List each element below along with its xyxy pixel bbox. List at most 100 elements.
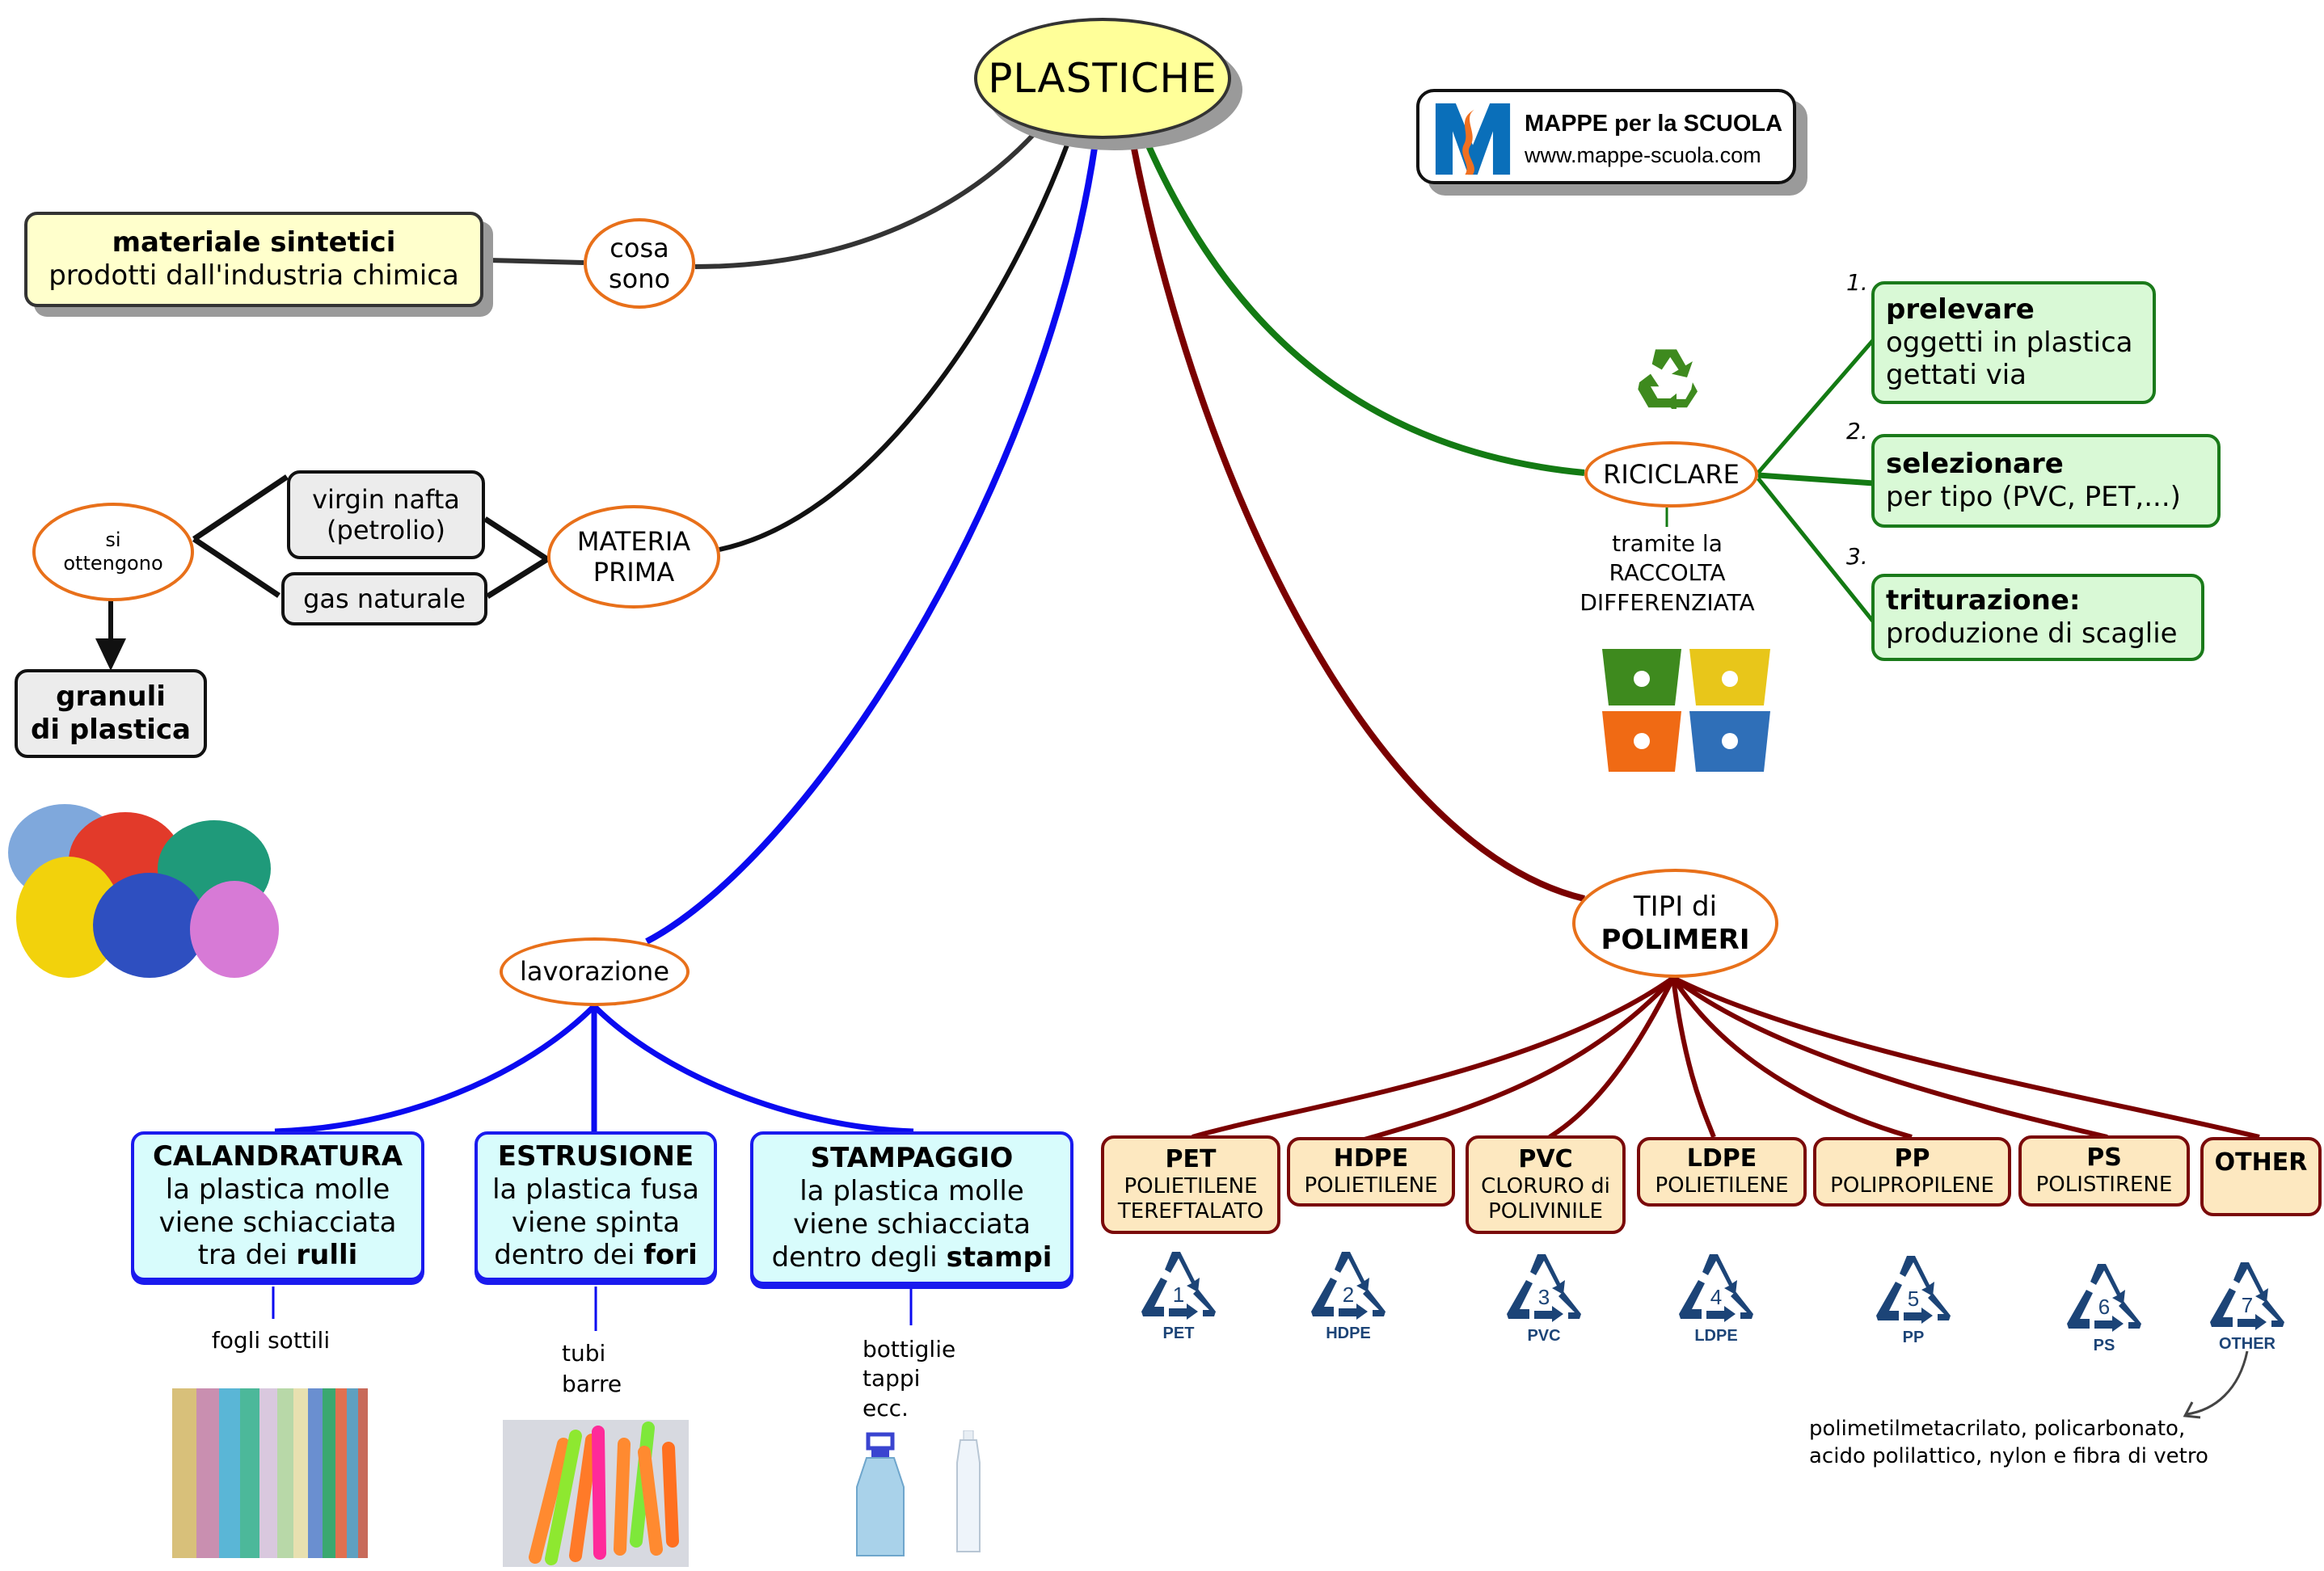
- product-estrusione: tubi barre: [562, 1338, 622, 1400]
- logo-url[interactable]: www.mappe-scuola.com: [1525, 143, 1761, 167]
- recycle-triangle-icon: 7: [2210, 1262, 2284, 1330]
- process-stampaggio[interactable]: STAMPAGGIO la plastica molle viene schia…: [750, 1131, 1073, 1285]
- process-title: CALANDRATURA: [152, 1139, 403, 1173]
- link-pol-other: [1672, 975, 2260, 1139]
- step-triturazione[interactable]: triturazione: produzione di scaglie: [1871, 574, 2204, 661]
- logo-badge[interactable]: MAPPE per la SCUOLA www.mappe-scuola.com: [1416, 89, 1796, 184]
- polymer-pp[interactable]: PP POLIPROPILENE: [1813, 1137, 2011, 1207]
- link-materia-gas: [486, 557, 549, 599]
- link-root-riciclare: [1137, 124, 1585, 476]
- process-line: viene schiacciata: [158, 1206, 397, 1239]
- step-number: 2.: [1846, 418, 1868, 444]
- recycle-triangle-icon: 1: [1141, 1252, 1216, 1320]
- link-pol-ps: [1672, 975, 2108, 1139]
- connector-line: sono: [608, 263, 671, 294]
- polymer-hdpe[interactable]: HDPE POLIETILENE: [1287, 1137, 1455, 1207]
- source-virgin-nafta[interactable]: virgin nafta (petrolio): [287, 470, 485, 559]
- resin-symbol-label: PET: [1162, 1325, 1195, 1342]
- definition-box[interactable]: materiale sintetici prodotti dall'indust…: [24, 212, 483, 307]
- polymer-line: POLIPROPILENE: [1830, 1173, 1994, 1198]
- note-line: DIFFERENZIATA: [1580, 588, 1755, 616]
- logo-m-icon: [1435, 103, 1511, 175]
- link-cosa-box: [488, 258, 584, 265]
- connector-cosa-sono[interactable]: cosa sono: [584, 218, 695, 309]
- connector-line: cosa: [609, 232, 669, 263]
- result-granuli[interactable]: granuli di plastica: [15, 669, 207, 758]
- step-prelevare[interactable]: prelevare oggetti in plastica gettati vi…: [1871, 281, 2156, 404]
- process-calandratura[interactable]: CALANDRATURA la plastica molle viene sch…: [131, 1131, 424, 1281]
- recycle-triangle-icon: 5: [1876, 1256, 1951, 1324]
- connector-lavorazione[interactable]: lavorazione: [500, 937, 690, 1006]
- polymer-ldpe[interactable]: LDPE POLIETILENE: [1637, 1137, 1807, 1207]
- polymer-code: HDPE: [1333, 1144, 1409, 1173]
- polymer-pvc[interactable]: PVC CLORURO di POLIVINILE: [1466, 1135, 1626, 1234]
- process-line-prefix: dentro dei: [494, 1239, 644, 1272]
- product-calandratura: fogli sottili: [186, 1327, 356, 1354]
- step-title: selezionare: [1886, 448, 2064, 481]
- resin-symbol-label: PP: [1902, 1329, 1925, 1346]
- polymer-pet[interactable]: PET POLIETILENE TEREFTALATO: [1101, 1135, 1280, 1234]
- resin-number: 6: [2098, 1295, 2110, 1319]
- link-root-lavorazione: [645, 124, 1101, 945]
- process-line: la plastica molle: [799, 1175, 1024, 1208]
- product-line: fogli sottili: [211, 1327, 331, 1354]
- link-gas-si: [192, 537, 280, 598]
- process-line: la plastica fusa: [492, 1173, 699, 1206]
- granules-image: [8, 804, 279, 978]
- process-line: la plastica molle: [165, 1173, 390, 1206]
- arrow-head-granuli: [95, 638, 126, 671]
- link-nafta-si: [192, 474, 289, 541]
- recycle-triangle-icon: 2: [1311, 1252, 1386, 1320]
- step-number: 3.: [1846, 543, 1868, 570]
- connector-si-ottengono[interactable]: si ottengono: [32, 503, 194, 601]
- note-line: acido polilattico, nylon e fibra di vetr…: [1809, 1443, 2208, 1468]
- recycling-bins-image: [1602, 649, 1770, 772]
- process-keyword: stampi: [946, 1240, 1052, 1274]
- polymer-other[interactable]: OTHER: [2200, 1137, 2322, 1216]
- connector-line: ottengono: [63, 552, 163, 575]
- process-title: ESTRUSIONE: [497, 1139, 694, 1173]
- source-gas-naturale[interactable]: gas naturale: [281, 572, 487, 625]
- connector-riciclare[interactable]: RICICLARE: [1584, 441, 1758, 508]
- source-line: virgin nafta: [312, 483, 460, 515]
- recycle-icon: [1638, 349, 1698, 409]
- resin-number: 7: [2242, 1293, 2253, 1317]
- link-materia-nafta: [483, 516, 549, 562]
- polymer-ps[interactable]: PS POLISTIRENE: [2018, 1135, 2190, 1207]
- polymer-code: PP: [1894, 1144, 1930, 1173]
- root-node[interactable]: PLASTICHE: [974, 18, 1231, 139]
- polymer-line: POLIETILENE: [1655, 1173, 1789, 1198]
- step-title: triturazione:: [1886, 584, 2081, 617]
- connector-tipi-polimeri[interactable]: TIPI di POLIMERI: [1572, 869, 1778, 978]
- polymer-line: POLIVINILE: [1488, 1199, 1603, 1224]
- recycle-triangle-icon: 4: [1679, 1254, 1753, 1322]
- recycle-triangle-icon: 3: [1507, 1254, 1581, 1322]
- link-root-polimeri: [1127, 127, 1585, 902]
- polymer-line: POLIETILENE: [1124, 1173, 1258, 1198]
- process-keyword: fori: [643, 1239, 698, 1272]
- connector-materia-prima[interactable]: MATERIA PRIMA: [547, 505, 720, 609]
- definition-title: materiale sintetici: [112, 226, 396, 259]
- resin-number: 1: [1173, 1282, 1184, 1307]
- step-line: gettati via: [1886, 359, 2027, 392]
- process-line-prefix: dentro degli: [771, 1240, 947, 1274]
- process-line: viene schiacciata: [793, 1208, 1031, 1240]
- connector-line: MATERIA: [576, 525, 691, 557]
- note-line: polimetilmetacrilato, policarbonato,: [1809, 1417, 2186, 1441]
- product-line: tubi: [562, 1340, 606, 1367]
- polymer-line: POLISTIRENE: [2035, 1173, 2173, 1198]
- process-estrusione[interactable]: ESTRUSIONE la plastica fusa viene spinta…: [475, 1131, 717, 1281]
- process-line: viene spinta: [511, 1206, 681, 1239]
- product-line: barre: [562, 1370, 622, 1397]
- step-selezionare[interactable]: selezionare per tipo (PVC, PET,...): [1871, 434, 2221, 528]
- polymer-code: PVC: [1518, 1144, 1573, 1173]
- bin-blue: [1689, 711, 1770, 772]
- source-line: (petrolio): [327, 515, 445, 545]
- resin-symbol-label: HDPE: [1326, 1325, 1371, 1342]
- link-ric-step2: [1757, 472, 1875, 486]
- polymer-code: OTHER: [2214, 1148, 2308, 1177]
- product-line: bottiglie: [863, 1336, 956, 1363]
